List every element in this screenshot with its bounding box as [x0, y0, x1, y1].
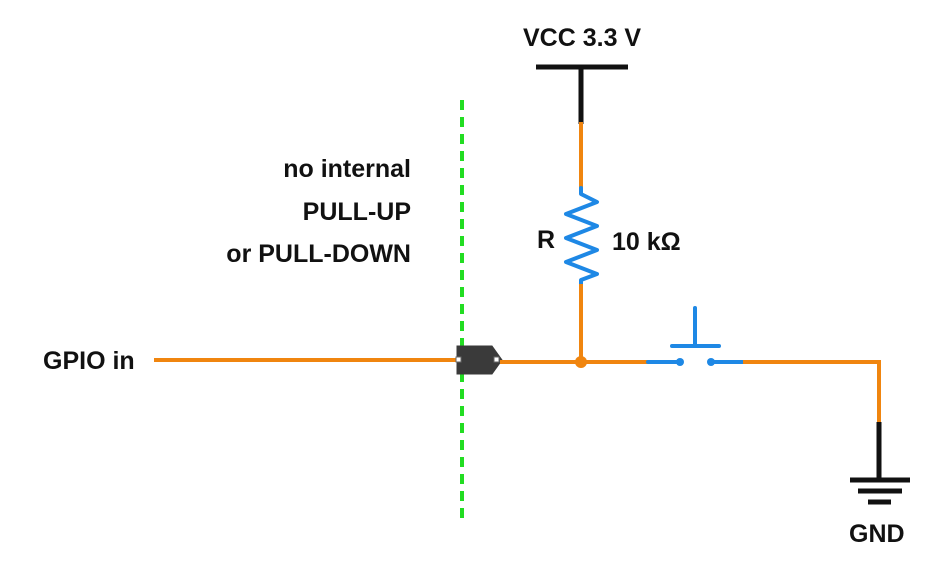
- pushbutton-symbol: [646, 306, 745, 366]
- resistor-symbol: [564, 186, 599, 288]
- note-line-1: no internal: [283, 155, 411, 183]
- vcc-label: VCC 3.3 V: [523, 24, 641, 52]
- gpio-pin-connector: [455, 345, 503, 375]
- ground-symbol: [850, 422, 910, 505]
- note-line-3: or PULL-DOWN: [226, 240, 411, 268]
- gnd-label: GND: [849, 520, 905, 548]
- gpio-label: GPIO in: [43, 347, 135, 375]
- vcc-symbol: [536, 64, 628, 124]
- note-line-2: PULL-UP: [303, 198, 411, 226]
- junction-node: [575, 356, 587, 368]
- resistor-name-label: R: [537, 226, 555, 254]
- wire-switch-to-ground: [743, 360, 881, 424]
- resistor-value-label: 10 kΩ: [612, 228, 681, 256]
